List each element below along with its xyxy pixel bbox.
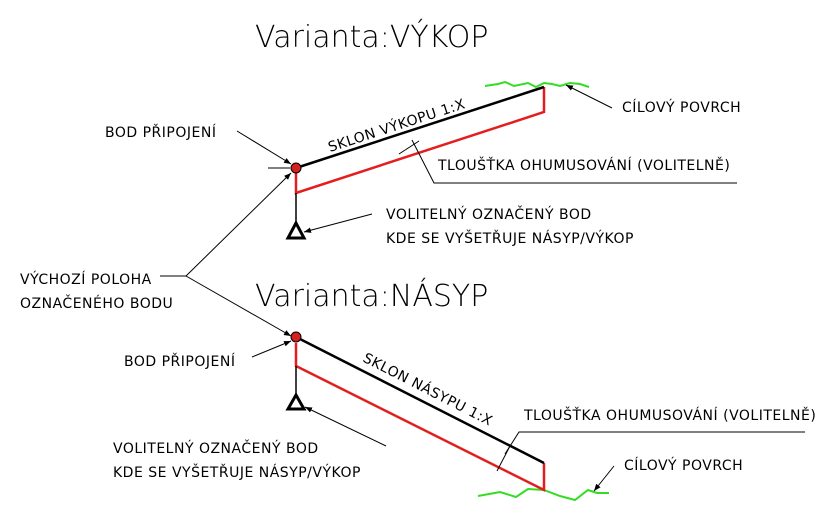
initial-position-leader-cut — [185, 172, 292, 277]
cut-optional-point-label-line2: KDE SE VYŠETŘUJE NÁSYP/VÝKOP — [386, 229, 634, 247]
cut-connection-point-label: BOD PŘIPOJENÍ — [105, 124, 216, 141]
fill-thickness-leader — [504, 431, 805, 455]
fill-thickness-label: TLOUŠŤKA OHUMUSOVÁNÍ (VOLITELNĚ) — [523, 406, 816, 424]
fill-optional-point-leader — [304, 406, 387, 447]
variant-fill-title: Varianta:NÁSYP — [255, 278, 488, 314]
fill-slope-line — [295, 335, 545, 465]
initial-position-leader-fill — [185, 275, 292, 337]
cut-thickness-label: TLOUŠŤKA OHUMUSOVÁNÍ (VOLITELNĚ) — [437, 156, 730, 174]
fill-marked-point-triangle — [285, 391, 307, 411]
initial-position: VÝCHOZÍ POLOHA OZNAČENÉHO BODU — [20, 172, 292, 337]
fill-slope-label: SKLON NÁSYPU 1:X — [360, 349, 495, 429]
cut-thickness-tick — [398, 140, 420, 155]
fill-target-surface-label: CÍLOVÝ POVRCH — [624, 457, 743, 474]
cut-marked-point-triangle — [285, 219, 307, 240]
cut-slope-label: SKLON VÝKOPU 1:X — [326, 95, 467, 155]
cut-target-surface-leader — [565, 84, 613, 109]
cut-target-surface-line — [484, 80, 590, 89]
fill-optional-point-label-line2: KDE SE VYŠETŘUJE NÁSYP/VÝKOP — [113, 463, 361, 481]
variant-cut: Varianta:VÝKOP SKLON VÝKOPU 1:X TLOUŠŤKA… — [105, 19, 741, 247]
cut-topsoil-line — [294, 87, 546, 195]
fill-topsoil-line — [294, 343, 546, 493]
cut-connection-point — [290, 162, 302, 174]
cut-thickness-leader — [411, 139, 737, 184]
cut-optional-point-leader — [303, 213, 373, 233]
cut-target-surface-label: CÍLOVÝ POVRCH — [622, 99, 741, 116]
cut-optional-point-label-line1: VOLITELNÝ OZNAČENÝ BOD — [386, 205, 592, 223]
variant-fill: Varianta:NÁSYP SKLON NÁSYPU 1:X TLOUŠŤKA… — [113, 278, 816, 502]
cut-slope-line — [295, 85, 545, 170]
fill-optional-point-label-line1: VOLITELNÝ OZNAČENÝ BOD — [113, 439, 319, 457]
fill-connection-point-leader — [251, 340, 292, 358]
fill-connection-point-label: BOD PŘIPOJENÍ — [124, 353, 235, 370]
initial-position-label-line1: VÝCHOZÍ POLOHA — [20, 271, 152, 288]
fill-connection-point — [290, 331, 302, 343]
fill-target-surface-line — [477, 487, 609, 502]
cut-connection-point-leader — [236, 130, 292, 165]
variant-cut-title: Varianta:VÝKOP — [255, 19, 488, 55]
initial-position-label-line2: OZNAČENÉHO BODU — [20, 294, 173, 312]
fill-target-surface-leader — [593, 465, 615, 492]
